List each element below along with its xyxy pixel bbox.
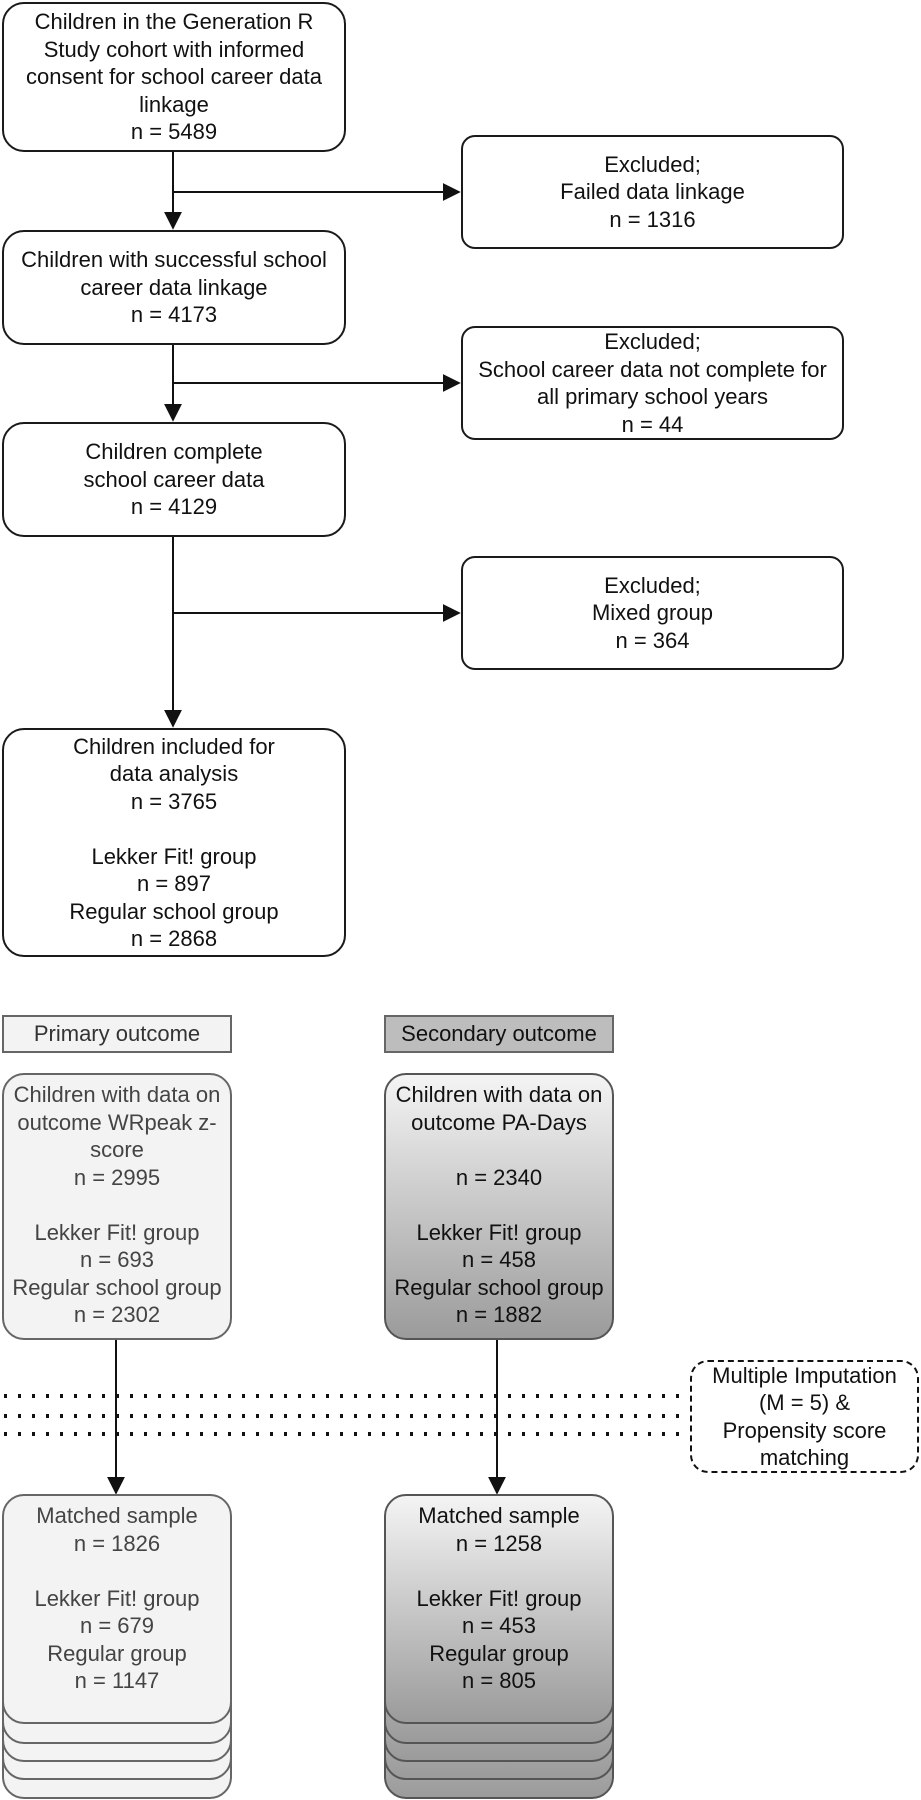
- primary-outcome-label: Primary outcome: [2, 1015, 232, 1053]
- primary-matched-text: Matched sample n = 1826 Lekker Fit! grou…: [34, 1503, 200, 1693]
- primary-matched-box: Matched sample n = 1826 Lekker Fit! grou…: [2, 1494, 232, 1724]
- successful-linkage-box: Children with successful school career d…: [2, 230, 346, 345]
- secondary-outcome-label-text: Secondary outcome: [401, 1021, 597, 1046]
- primary-outcome-label-text: Primary outcome: [33, 1021, 201, 1046]
- secondary-matched-text: Matched sample n = 1258 Lekker Fit! grou…: [416, 1503, 582, 1693]
- secondary-outcome-text: Children with data on outcome PA-Days n …: [394, 1082, 604, 1327]
- complete-data-text: Children complete school career data n =…: [83, 439, 265, 520]
- excluded-mixed-box: Excluded; Mixed group n = 364: [461, 556, 844, 670]
- excluded-linkage-box: Excluded; Failed data linkage n = 1316: [461, 135, 844, 249]
- complete-data-box: Children complete school career data n =…: [2, 422, 346, 537]
- primary-outcome-text: Children with data on outcome WRpeak z- …: [12, 1082, 222, 1327]
- excluded-mixed-text: Excluded; Mixed group n = 364: [591, 572, 714, 653]
- excluded-linkage-text: Excluded; Failed data linkage n = 1316: [560, 151, 745, 232]
- imputation-box: Multiple Imputation (M = 5) & Propensity…: [690, 1360, 919, 1473]
- excluded-incomplete-text: Excluded; School career data not complet…: [478, 329, 827, 437]
- excluded-incomplete-box: Excluded; School career data not complet…: [461, 326, 844, 440]
- initial-cohort-text: Children in the Generation R Study cohor…: [26, 9, 322, 145]
- secondary-matched-box: Matched sample n = 1258 Lekker Fit! grou…: [384, 1494, 614, 1724]
- imputation-text: Multiple Imputation (M = 5) & Propensity…: [712, 1362, 897, 1471]
- successful-linkage-text: Children with successful school career d…: [21, 247, 327, 328]
- initial-cohort-box: Children in the Generation R Study cohor…: [2, 2, 346, 152]
- secondary-outcome-box: Children with data on outcome PA-Days n …: [384, 1073, 614, 1340]
- secondary-outcome-label: Secondary outcome: [384, 1015, 614, 1053]
- included-box: Children included for data analysis n = …: [2, 728, 346, 957]
- primary-outcome-box: Children with data on outcome WRpeak z- …: [2, 1073, 232, 1340]
- included-text: Children included for data analysis n = …: [69, 733, 279, 952]
